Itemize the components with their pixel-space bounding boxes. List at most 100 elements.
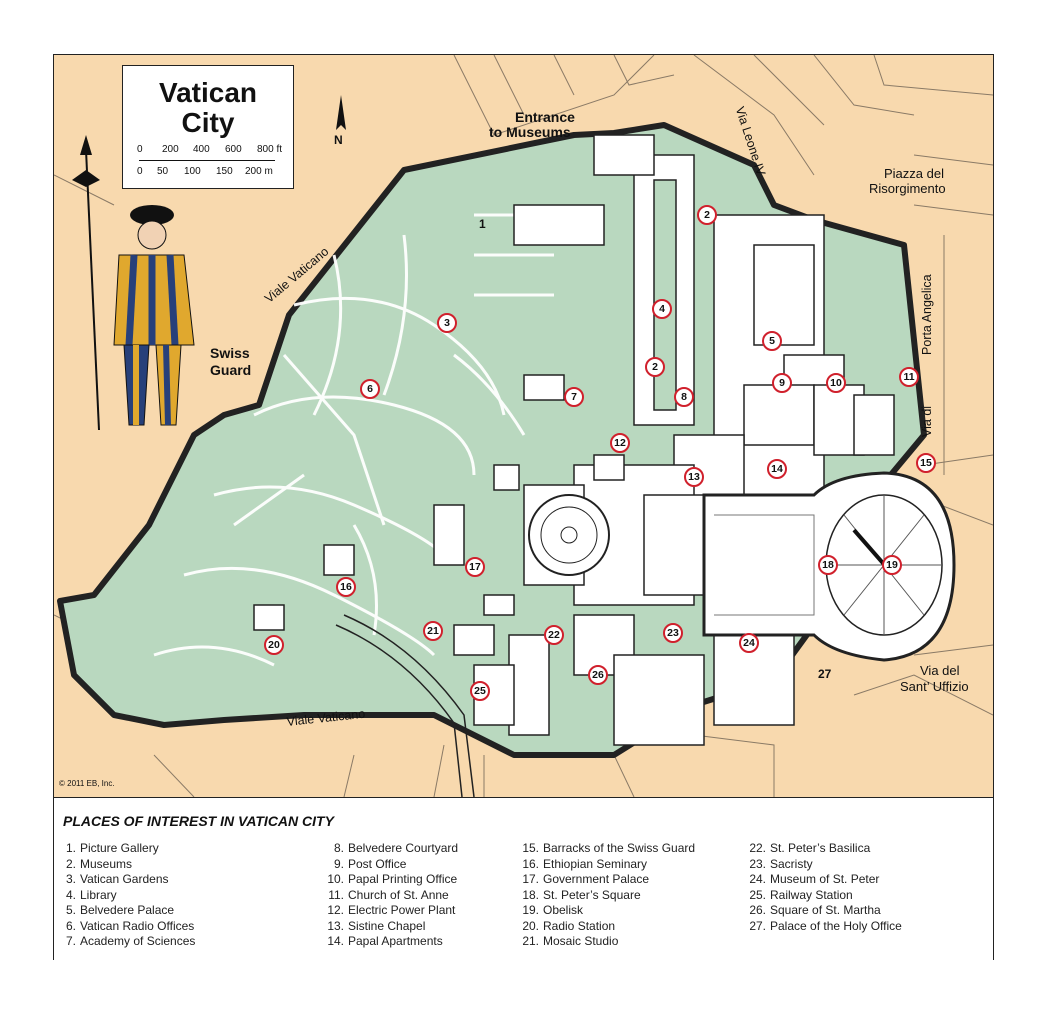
legend-item: 5.Belvedere Palace bbox=[58, 903, 195, 919]
legend-item-name: St. Peter’s Basilica bbox=[770, 841, 871, 855]
marker-9[interactable]: 9 bbox=[772, 373, 792, 393]
legend-item: 27. Palace of the Holy Office bbox=[748, 919, 902, 935]
marker-6[interactable]: 6 bbox=[360, 379, 380, 399]
legend-item: 11. Church of St. Anne bbox=[326, 888, 458, 904]
legend-item: 23.Sacristy bbox=[748, 857, 902, 873]
legend-item-number: 15. bbox=[522, 841, 539, 855]
legend-item-name: Ethiopian Seminary bbox=[543, 856, 648, 871]
marker-11[interactable]: 11 bbox=[899, 367, 919, 387]
legend-item-number: 27. bbox=[749, 918, 766, 933]
north-label: N bbox=[334, 133, 343, 147]
legend-item: 15. Barracks of the Swiss Guard bbox=[521, 841, 695, 857]
marker-5[interactable]: 5 bbox=[762, 331, 782, 351]
legend-item-number: 22. bbox=[749, 841, 766, 855]
marker-2-south[interactable]: 2 bbox=[645, 357, 665, 377]
legend-item: 26.Square of St. Martha bbox=[748, 903, 902, 919]
legend-item-name: Radio Station bbox=[543, 918, 616, 933]
map-title-line-1: Vatican bbox=[158, 77, 258, 108]
marker-4[interactable]: 4 bbox=[652, 299, 672, 319]
marker-7[interactable]: 7 bbox=[564, 387, 584, 407]
entrance-label-1: Entrance bbox=[515, 109, 575, 125]
legend-item-name: Academy of Sciences bbox=[80, 934, 196, 948]
legend-item-name: Government Palace bbox=[543, 872, 650, 886]
legend-item-number: 19. bbox=[522, 903, 539, 917]
legend-item: 17. Government Palace bbox=[521, 872, 695, 888]
map-title-line-2: City bbox=[181, 107, 235, 138]
legend-item-name: St. Peter’s Square bbox=[543, 887, 641, 902]
legend-item-number: 9. bbox=[333, 856, 344, 871]
legend-item-number: 6. bbox=[65, 918, 76, 933]
railway bbox=[335, 614, 475, 797]
marker-14[interactable]: 14 bbox=[767, 459, 787, 479]
marker-10[interactable]: 10 bbox=[826, 373, 846, 393]
legend-item-name: Railway Station bbox=[770, 887, 853, 902]
marker-26[interactable]: 26 bbox=[588, 665, 608, 685]
legend-item-number: 17. bbox=[522, 872, 539, 886]
legend-item-name: Palace of the Holy Office bbox=[770, 918, 902, 933]
legend-item-number: 7. bbox=[65, 934, 76, 948]
legend-item-number: 3. bbox=[65, 872, 76, 886]
legend-item-number: 11. bbox=[328, 887, 344, 902]
entrance-label-2: to Museums bbox=[489, 124, 571, 140]
marker-17[interactable]: 17 bbox=[465, 557, 485, 577]
piazza-label-2: Risorgimento bbox=[869, 181, 946, 196]
legend-item-number: 23. bbox=[749, 856, 766, 871]
marker-19[interactable]: 19 bbox=[882, 555, 902, 575]
marker-23[interactable]: 23 bbox=[663, 623, 683, 643]
legend-item-number: 25. bbox=[749, 887, 766, 902]
legend-item: 3. Vatican Gardens bbox=[58, 872, 195, 888]
marker-13[interactable]: 13 bbox=[684, 467, 704, 487]
legend-item: 22. St. Peter’s Basilica bbox=[748, 841, 902, 857]
north-arrow-icon bbox=[336, 95, 346, 130]
legend-item-name: Vatican Gardens bbox=[80, 872, 169, 886]
legend-item-number: 8. bbox=[333, 841, 344, 855]
marker-15[interactable]: 15 bbox=[916, 453, 936, 473]
marker-2-north[interactable]: 2 bbox=[697, 205, 717, 225]
legend-item-name: Barracks of the Swiss Guard bbox=[543, 841, 696, 855]
marker-25[interactable]: 25 bbox=[470, 681, 490, 701]
legend-item-number: 10. bbox=[327, 872, 344, 886]
map-title-box: Vatican City 0 200 400 600 800 ft 0 50 1… bbox=[122, 65, 294, 189]
legend-item-name: Square of St. Martha bbox=[770, 903, 881, 917]
map-drawing bbox=[54, 55, 993, 797]
legend-item: 21.Mosaic Studio bbox=[521, 934, 695, 950]
marker-16[interactable]: 16 bbox=[336, 577, 356, 597]
legend-item: 2. Museums bbox=[58, 857, 195, 873]
legend-item-name: Mosaic Studio bbox=[543, 934, 619, 948]
marker-3[interactable]: 3 bbox=[437, 313, 457, 333]
legend-item-name: Church of St. Anne bbox=[348, 887, 449, 902]
scale-bar bbox=[139, 160, 275, 161]
legend-title: PLACES OF INTEREST IN VATICAN CITY bbox=[63, 813, 334, 829]
legend-item-name: Papal Apartments bbox=[348, 934, 443, 948]
legend-item-name: Vatican Radio Offices bbox=[80, 918, 195, 933]
via-del-label-2: Sant’ Uffizio bbox=[900, 679, 969, 694]
marker-18[interactable]: 18 bbox=[818, 555, 838, 575]
legend-item: 18. St. Peter’s Square bbox=[521, 888, 695, 904]
legend-item-name: Papal Printing Office bbox=[348, 872, 458, 886]
marker-20[interactable]: 20 bbox=[264, 635, 284, 655]
via-del-label-1: Via del bbox=[920, 663, 960, 678]
legend-item: 8. Belvedere Courtyard bbox=[326, 841, 458, 857]
legend-item: 20.Radio Station bbox=[521, 919, 695, 935]
swiss-guard-label-2: Guard bbox=[210, 362, 252, 378]
legend-item-number: 18. bbox=[522, 887, 539, 902]
legend-item-number: 1. bbox=[65, 841, 76, 855]
legend-item-name: Belvedere Courtyard bbox=[348, 841, 459, 855]
marker-24[interactable]: 24 bbox=[739, 633, 759, 653]
garden-paths bbox=[153, 213, 554, 667]
legend-item: 9.Post Office bbox=[326, 857, 458, 873]
swiss-guard-illustration bbox=[72, 135, 195, 431]
legend-item-name: Museum of St. Peter bbox=[770, 872, 880, 886]
legend-item-number: 2. bbox=[65, 856, 76, 871]
marker-22[interactable]: 22 bbox=[544, 625, 564, 645]
legend-item-name: Museums bbox=[80, 856, 133, 871]
legend-item-number: 5. bbox=[65, 903, 76, 917]
marker-21[interactable]: 21 bbox=[423, 621, 443, 641]
marker-8[interactable]: 8 bbox=[674, 387, 694, 407]
basilica-dome bbox=[528, 494, 610, 576]
marker-12[interactable]: 12 bbox=[610, 433, 630, 453]
legend-item: 10. Papal Printing Office bbox=[326, 872, 458, 888]
